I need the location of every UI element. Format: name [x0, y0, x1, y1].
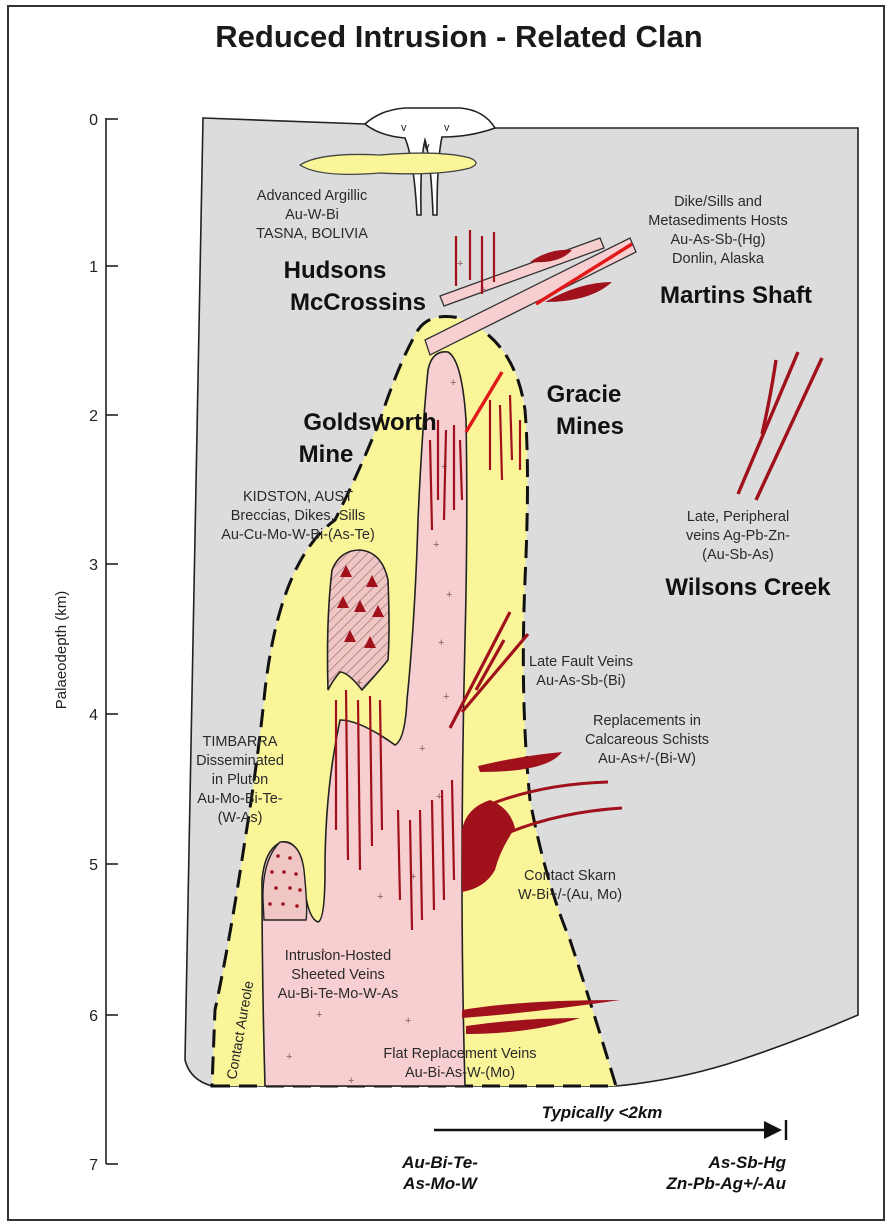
label-kidston: Au-Cu-Mo-W-Bi-(As-Te) — [221, 527, 375, 543]
label-late-fault: Au-As-Sb-(Bi) — [536, 673, 625, 689]
svg-text:+: + — [443, 691, 449, 703]
label-timbarra: Disseminated — [196, 753, 284, 769]
diagram-title: Reduced Intrusion - Related Clan — [215, 19, 702, 54]
svg-text:+: + — [356, 677, 362, 689]
y-tick-label: 6 — [89, 1008, 98, 1025]
bottom-left-metals: As-Mo-W — [402, 1174, 479, 1193]
label-advanced-argillic: Advanced Argillic — [257, 188, 367, 204]
y-tick-label: 5 — [89, 857, 98, 874]
label-replacements: Au-As+/-(Bi-W) — [598, 751, 696, 767]
y-tick-label: 4 — [89, 707, 98, 724]
bottom-right-metals: Zn-Pb-Ag+/-Au — [666, 1174, 787, 1193]
label-kidston: KIDSTON, AUST — [243, 489, 353, 505]
svg-text:+: + — [433, 539, 439, 551]
label-sheeted-veins: Intrusion-Hosted — [285, 948, 391, 964]
label-timbarra: Au-Mo-Bi-Te- — [197, 791, 283, 807]
mine-hudsons: Hudsons — [284, 257, 387, 284]
label-late-peripheral: Late, Peripheral — [687, 509, 789, 525]
label-advanced-argillic: TASNA, BOLIVIA — [256, 226, 368, 242]
label-dike-sills: Donlin, Alaska — [672, 251, 765, 267]
bottom-left-metals: Au-Bi-Te- — [401, 1153, 478, 1172]
mine-gracie: Gracie — [547, 381, 622, 408]
svg-text:+: + — [419, 743, 425, 755]
svg-text:+: + — [438, 637, 444, 649]
mine-gracie-mines: Mines — [556, 413, 624, 440]
label-dike-sills: Metasediments Hosts — [648, 213, 787, 229]
label-replacements: Calcareous Schists — [585, 732, 709, 748]
mine-goldsworth-mine: Mine — [299, 441, 354, 468]
y-tick-label: 3 — [89, 557, 98, 574]
label-timbarra: in Pluton — [212, 772, 268, 788]
svg-text:+: + — [286, 1051, 292, 1063]
svg-text:+: + — [457, 258, 463, 270]
advanced-argillic-lens — [300, 153, 476, 174]
y-tick-label: 2 — [89, 408, 98, 425]
svg-text:+: + — [450, 377, 456, 389]
label-sheeted-veins: Sheeted Veins — [291, 967, 385, 983]
distance-arrow-label: Typically <2km — [542, 1103, 663, 1122]
mine-wilsons-creek: Wilsons Creek — [665, 574, 831, 601]
y-tick-label: 1 — [89, 259, 98, 276]
y-axis-label: Palaeodepth (km) — [53, 591, 70, 709]
label-late-peripheral: veins Ag-Pb-Zn- — [686, 528, 790, 544]
label-contact-skarn: W-Bi+/-(Au, Mo) — [518, 887, 622, 903]
mine-martins-shaft: Martins Shaft — [660, 282, 812, 309]
y-tick-label: 7 — [89, 1157, 98, 1174]
svg-text:+: + — [405, 1015, 411, 1027]
label-late-fault: Late Fault Veins — [529, 654, 633, 670]
label-dike-sills: Dike/Sills and — [674, 194, 762, 210]
y-tick-label: 0 — [89, 112, 98, 129]
svg-text:+: + — [348, 1075, 354, 1087]
label-dike-sills: Au-As-Sb-(Hg) — [670, 232, 765, 248]
volcanic-v-symbol: v — [424, 141, 430, 153]
label-sheeted-veins: Au-Bi-Te-Mo-W-As — [278, 986, 399, 1002]
label-late-peripheral: (Au-Sb-As) — [702, 547, 774, 563]
svg-text:+: + — [316, 1009, 322, 1021]
breccia-pipe — [328, 550, 390, 690]
label-timbarra: (W-As) — [218, 810, 263, 826]
label-kidston: Breccias, Dikes, Sills — [231, 508, 366, 524]
svg-text:+: + — [446, 589, 452, 601]
mine-goldsworth: Goldsworth — [303, 409, 436, 436]
mine-mccrossins: McCrossins — [290, 289, 426, 316]
label-flat-replacement: Au-Bi-As-W-(Mo) — [405, 1065, 515, 1081]
label-replacements: Replacements in — [593, 713, 701, 729]
label-contact-skarn: Contact Skarn — [524, 868, 616, 884]
label-flat-replacement: Flat Replacement Veins — [383, 1046, 536, 1062]
bottom-right-metals: As-Sb-Hg — [708, 1153, 787, 1172]
label-timbarra: TIMBARRA — [203, 734, 278, 750]
label-advanced-argillic: Au-W-Bi — [285, 207, 339, 223]
volcanic-v-symbol: v — [401, 122, 407, 134]
svg-text:+: + — [377, 891, 383, 903]
volcanic-v-symbol: v — [444, 122, 450, 134]
